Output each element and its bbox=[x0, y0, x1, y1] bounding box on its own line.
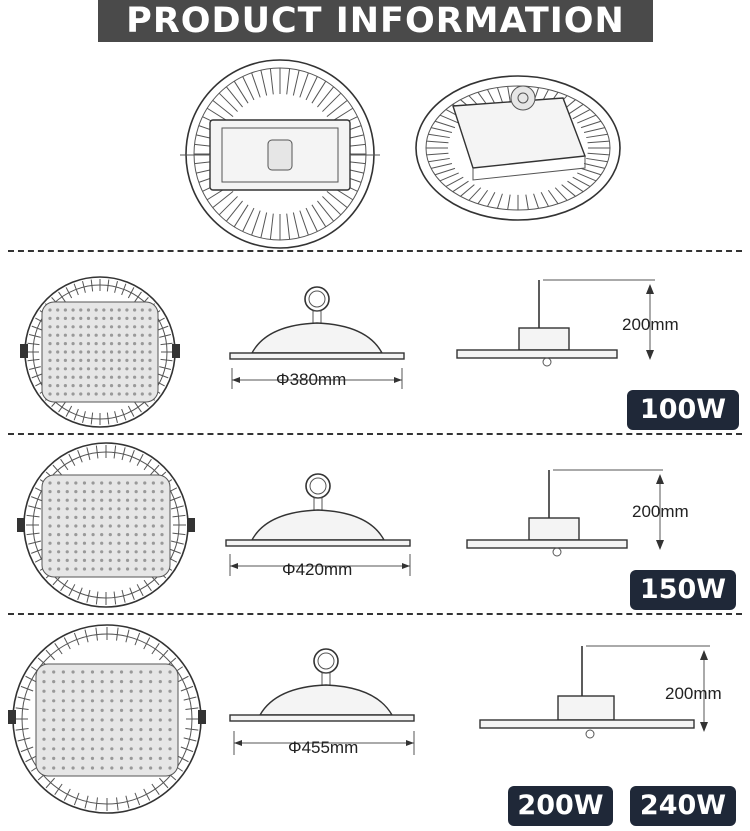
wattage-badge-150w: 150W bbox=[630, 570, 736, 610]
front-view-150w bbox=[17, 442, 195, 608]
diameter-label-150w: Φ420mm bbox=[282, 560, 353, 579]
wattage-badge-100w: 100W bbox=[627, 390, 739, 430]
front-view-200w-240w bbox=[8, 624, 206, 814]
section-divider bbox=[8, 250, 742, 252]
diameter-label-100w: Φ380mm bbox=[276, 370, 347, 389]
side-view-150w bbox=[225, 473, 411, 576]
profile-view-100w bbox=[456, 279, 655, 367]
wattage-badge-240w: 240W bbox=[630, 786, 736, 826]
section-divider bbox=[8, 433, 742, 435]
side-view-100w bbox=[229, 286, 405, 389]
height-label-200w-240w: 200mm bbox=[665, 684, 722, 703]
perspective-view-drawing bbox=[415, 75, 621, 221]
side-view-200w-240w bbox=[229, 648, 415, 755]
profile-view-200w-240w bbox=[479, 645, 710, 739]
section-divider bbox=[8, 613, 742, 615]
profile-view-150w bbox=[466, 469, 664, 557]
back-view-drawing bbox=[180, 59, 380, 249]
wattage-badge-200w: 200W bbox=[508, 786, 613, 826]
height-label-100w: 200mm bbox=[622, 315, 679, 334]
page-title: PRODUCT INFORMATION bbox=[98, 0, 653, 42]
front-view-100w bbox=[20, 276, 180, 428]
diameter-label-200w-240w: Φ455mm bbox=[288, 738, 359, 757]
height-label-150w: 200mm bbox=[632, 502, 689, 521]
